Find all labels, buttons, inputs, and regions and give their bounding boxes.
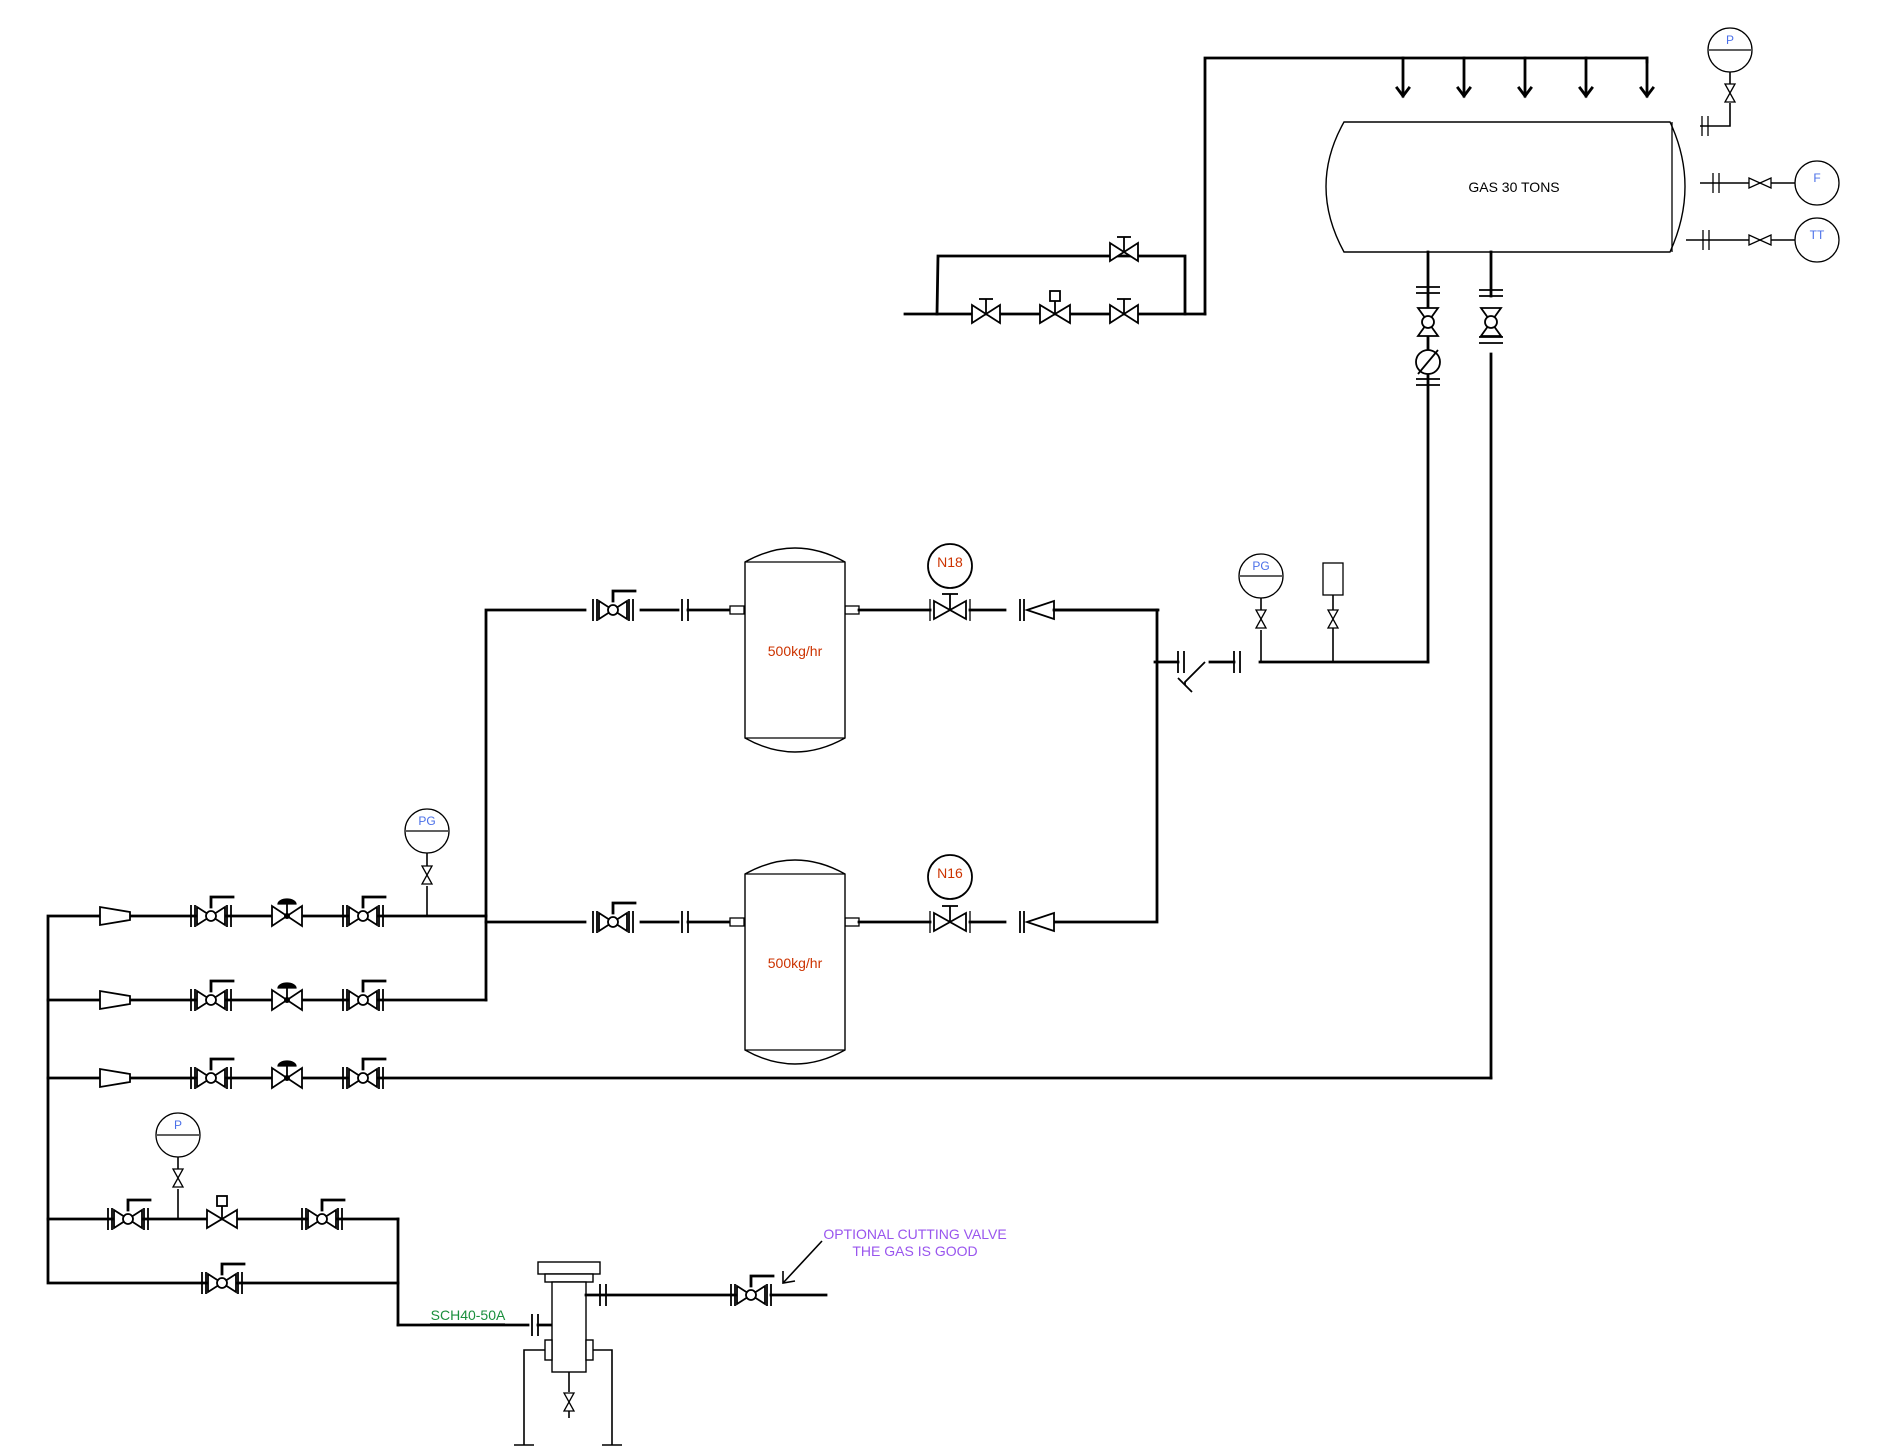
vaporizer-1-tag-bubble: N18 — [927, 543, 973, 589]
tank-pressure-instrument: P — [1700, 27, 1753, 136]
vaporizer-1-valve-tag: N18 — [937, 554, 963, 570]
inlet-gate-valve-1[interactable] — [971, 298, 1001, 324]
vaporizer-2-line — [484, 901, 1055, 935]
tank-side-instrument-f: F — [1700, 160, 1840, 206]
vaporizer-2-valve-tag: N16 — [937, 865, 963, 881]
tank-side-instrument-tag-2: TT — [1810, 228, 1825, 242]
flow-arrow-5 — [1639, 56, 1655, 98]
row-1-globe-valve[interactable] — [271, 898, 303, 927]
tank-top-instrument-tag: P — [1726, 33, 1734, 47]
row-1-reducer — [99, 906, 131, 926]
supply-header — [1203, 56, 1655, 316]
inlet-bypass — [903, 236, 1207, 324]
row-1-ball-valve-2[interactable] — [341, 895, 387, 929]
row-3-ball-valve-2[interactable] — [341, 1057, 387, 1091]
vaporizer-1-capacity: 500kg/hr — [768, 643, 823, 659]
row-2-reducer — [99, 990, 131, 1010]
note-line-1: OPTIONAL CUTTING VALVE — [823, 1226, 1006, 1242]
vaporizer-1-check-valve[interactable] — [1019, 598, 1055, 622]
note-line-2: THE GAS IS GOOD — [852, 1243, 977, 1259]
filter-section: SCH40-50A — [396, 1261, 828, 1446]
tank-vapor-outlet — [1478, 250, 1504, 1080]
tank-side-instrument-tt: TT — [1686, 217, 1840, 263]
vaporizer-1-inlet-ball-valve[interactable] — [591, 589, 637, 623]
inlet-gate-valve-2[interactable] — [1109, 298, 1139, 324]
row-2-globe-valve[interactable] — [271, 982, 303, 1011]
vaporizer-1: 500kg/hr — [744, 547, 846, 753]
flow-arrow-2 — [1456, 56, 1472, 98]
row-4-ball-valve-2[interactable] — [300, 1198, 346, 1232]
tank-label: GAS 30 TONS — [1468, 179, 1559, 195]
header-gauge-tag: PG — [1252, 559, 1269, 573]
cutting-valve-note: OPTIONAL CUTTING VALVE THE GAS IS GOOD — [782, 1226, 1007, 1284]
row-1-ball-valve-1[interactable] — [189, 895, 235, 929]
row-2-ball-valve-1[interactable] — [189, 979, 235, 1013]
flow-arrow-3 — [1517, 56, 1533, 98]
vaporizer-2-inlet-ball-valve[interactable] — [591, 901, 637, 935]
vaporizer-inlet-header: PG — [1046, 553, 1430, 924]
storage-tank: GAS 30 TONS — [1325, 121, 1686, 253]
inlet-control-valve[interactable] — [1039, 290, 1071, 324]
tank-liquid-outlet — [1415, 250, 1441, 664]
cutting-ball-valve[interactable] — [729, 1274, 775, 1308]
vaporizer-2-capacity: 500kg/hr — [768, 955, 823, 971]
row-5-bypass-ball-valve[interactable] — [200, 1262, 246, 1296]
vaporizer-2-tag-bubble: N16 — [927, 854, 973, 900]
tank-side-instrument-tag-1: F — [1813, 171, 1820, 185]
row-3-reducer — [99, 1068, 131, 1088]
row-3-ball-valve-1[interactable] — [189, 1057, 235, 1091]
regulator-manifold: PG P — [46, 808, 1493, 1327]
manifold-gauge-tag: PG — [418, 814, 435, 828]
vaporizer-2: 500kg/hr — [744, 859, 846, 1065]
flow-arrow-4 — [1578, 56, 1594, 98]
row-3-globe-valve[interactable] — [271, 1060, 303, 1089]
row-2-ball-valve-2[interactable] — [341, 979, 387, 1013]
row-4-ball-valve-1[interactable] — [106, 1198, 152, 1232]
vaporizer-2-check-valve[interactable] — [1019, 910, 1055, 934]
flow-arrow-1 — [1395, 56, 1411, 98]
regulator-gauge-tag: P — [174, 1118, 182, 1132]
pipe-spec-label: SCH40-50A — [431, 1307, 506, 1323]
row-4-control-valve[interactable] — [206, 1195, 238, 1229]
